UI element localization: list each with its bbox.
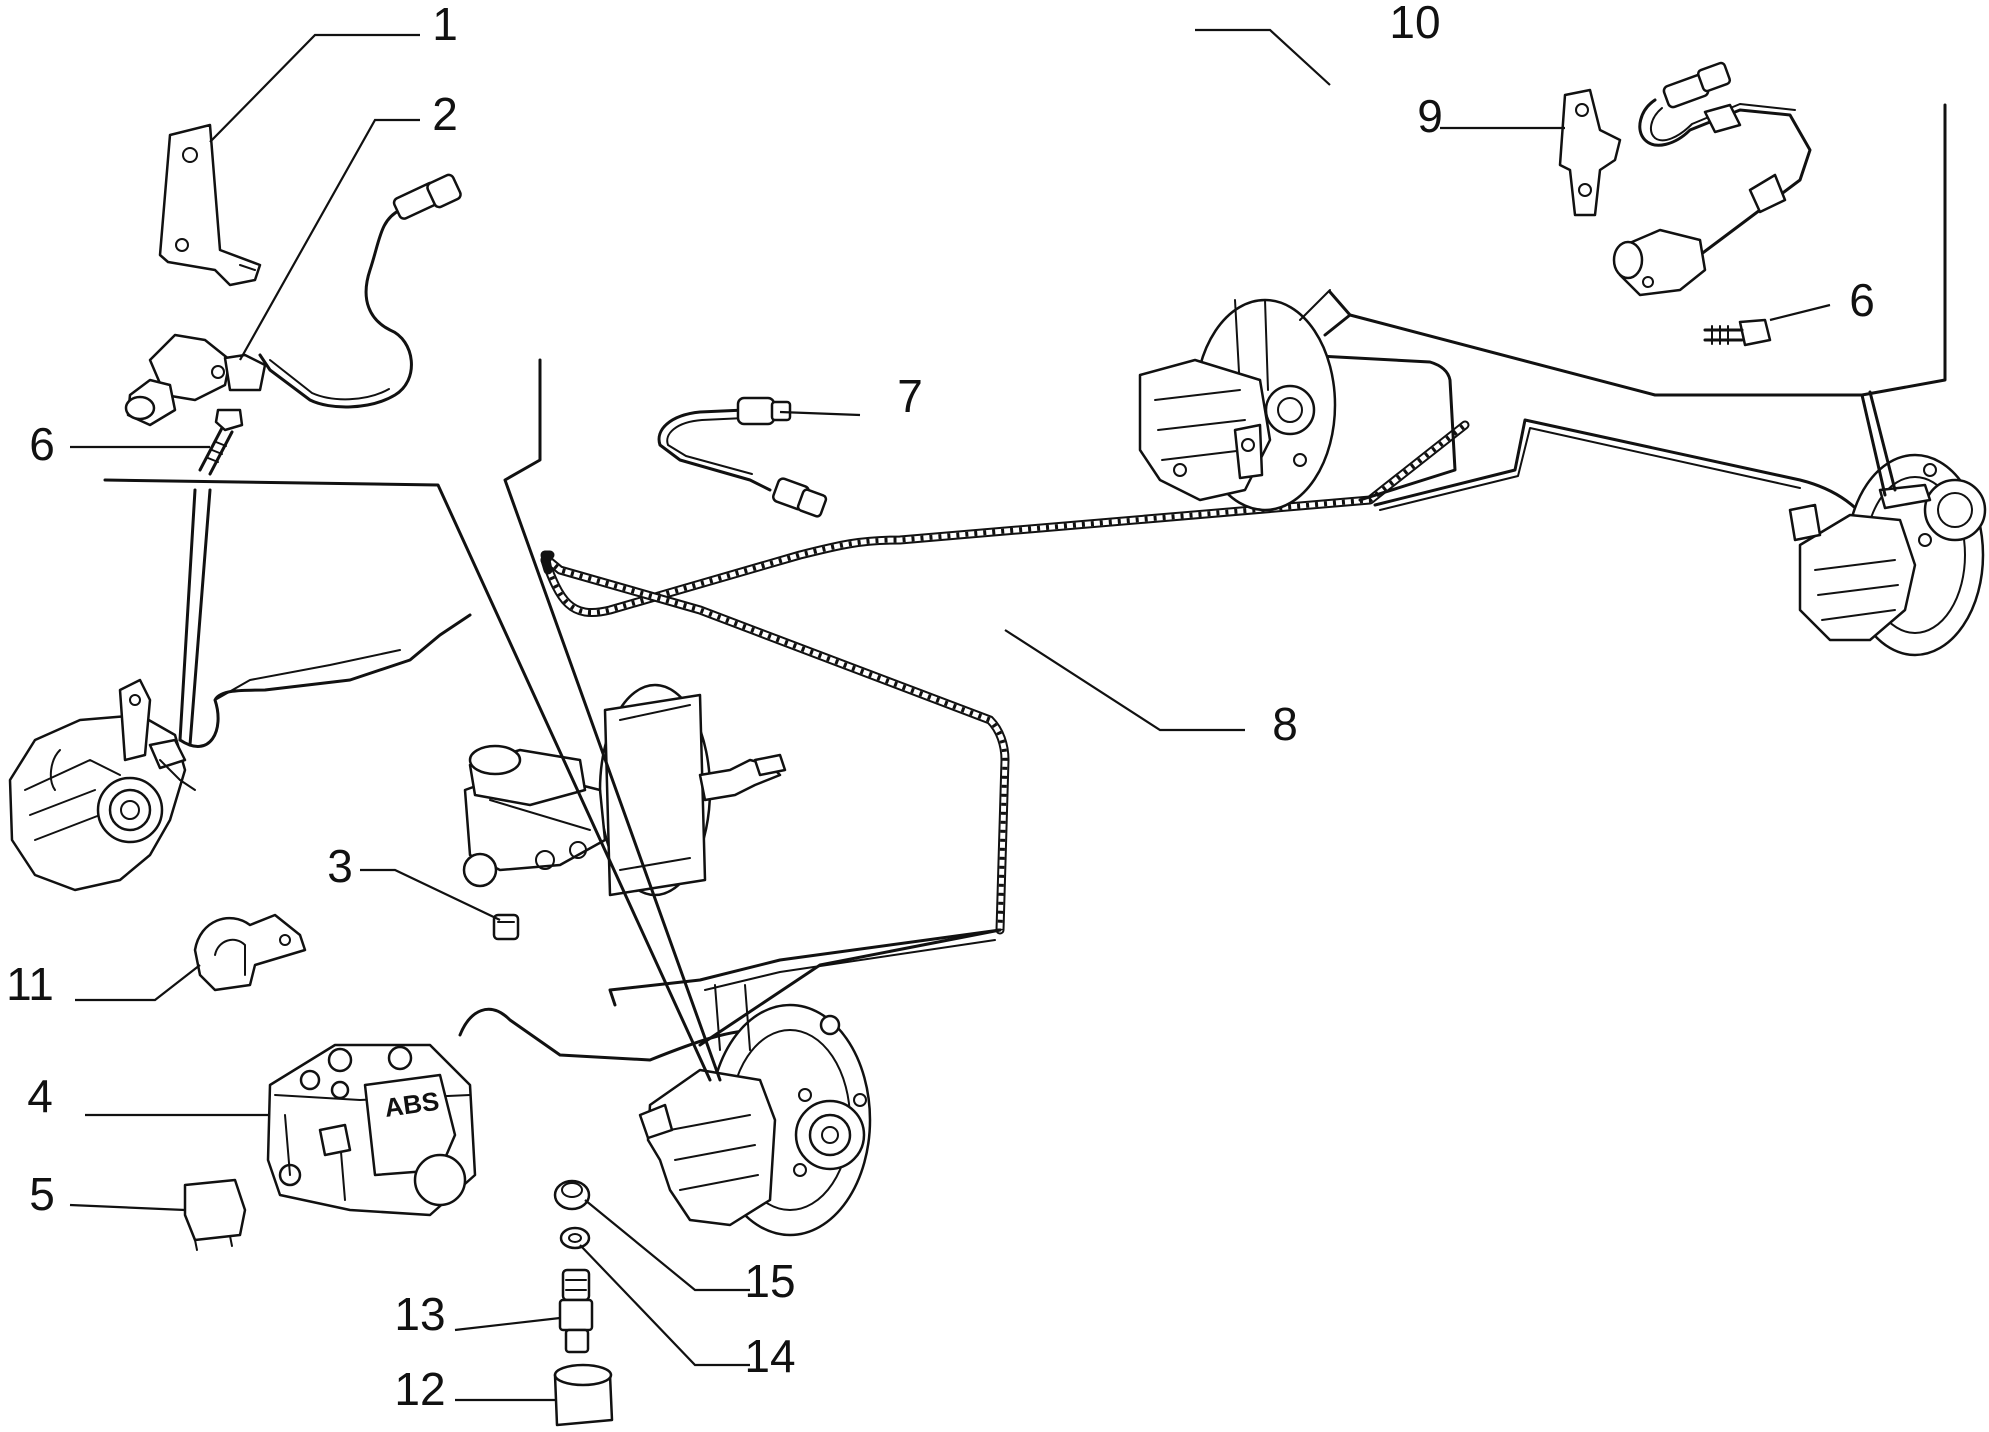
callout-labels: 1 2 3 4 5 6 6 7 8 9 10 11 12 13 14 15 bbox=[6, 0, 1875, 1415]
callout-9: 9 bbox=[1417, 90, 1443, 142]
mounting-clip-part-11 bbox=[193, 913, 307, 992]
callout-14: 14 bbox=[744, 1330, 795, 1382]
sensor-bracket-part-1 bbox=[158, 123, 262, 287]
callout-7: 7 bbox=[897, 370, 923, 422]
callout-3: 3 bbox=[327, 840, 353, 892]
brake-master-cylinder-booster bbox=[462, 683, 787, 897]
callout-1: 1 bbox=[432, 0, 458, 50]
callout-2: 2 bbox=[432, 88, 458, 140]
rear-right-caliper bbox=[1788, 453, 1987, 657]
rear-wheel-speed-sensor-part-10 bbox=[1612, 61, 1812, 297]
callout-6-right: 6 bbox=[1849, 274, 1875, 326]
brake-light-switch-part-7 bbox=[657, 396, 828, 518]
callout-13: 13 bbox=[394, 1288, 445, 1340]
fuse-part-5 bbox=[183, 1178, 247, 1251]
callout-15: 15 bbox=[744, 1255, 795, 1307]
bolt-part-6-left bbox=[198, 408, 244, 476]
front-left-hub-caliper bbox=[8, 678, 196, 892]
abs-hydraulic-unit-part-4: ABS bbox=[266, 1043, 477, 1217]
front-right-disc-caliper bbox=[638, 984, 872, 1237]
callout-leaders bbox=[69, 28, 1831, 1402]
callout-12: 12 bbox=[394, 1363, 445, 1415]
bleed-screw-part-13 bbox=[558, 1268, 594, 1354]
callout-10: 10 bbox=[1389, 0, 1440, 48]
callout-5: 5 bbox=[29, 1168, 55, 1220]
brake-pipe-harness bbox=[178, 353, 1872, 1062]
nut-part-15 bbox=[553, 1179, 591, 1211]
callout-4: 4 bbox=[27, 1070, 53, 1122]
sensor-bracket-part-9 bbox=[1558, 88, 1622, 217]
connector-part-3 bbox=[492, 913, 520, 941]
bolt-part-6-right bbox=[1703, 318, 1772, 347]
protective-cap-part-12 bbox=[553, 1363, 614, 1427]
callout-6-left: 6 bbox=[29, 418, 55, 470]
group-leaders bbox=[103, 103, 1947, 1082]
callout-8: 8 bbox=[1272, 698, 1298, 750]
washer-part-14 bbox=[559, 1226, 591, 1250]
front-wheel-speed-sensor-part-2 bbox=[124, 173, 462, 427]
callout-11: 11 bbox=[6, 958, 54, 1010]
rear-left-caliper bbox=[1138, 298, 1337, 512]
